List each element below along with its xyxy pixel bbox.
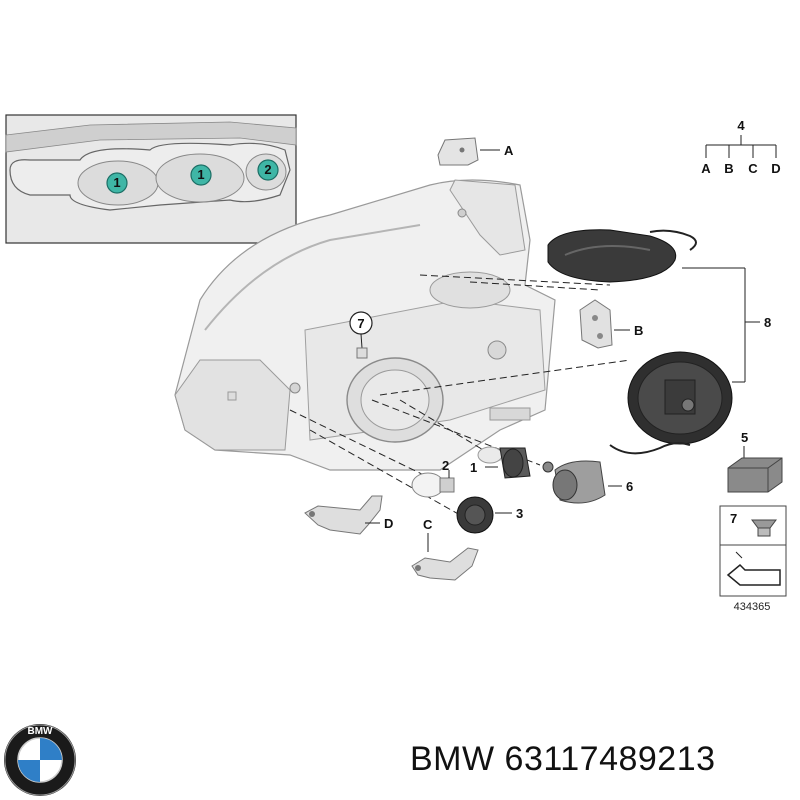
callout-4: 4 [737,118,745,133]
bracket-a: A [437,137,514,166]
headlight-inset: 1 1 2 [5,114,297,244]
inset-callout-1b: 1 [190,164,212,186]
callout-b: B [634,323,643,338]
inset-callout-2: 2 [257,159,279,181]
bracket-d: D [304,495,393,535]
part-1-socket: 1 [470,446,531,479]
callout-c: C [423,517,433,532]
tree-label-d: D [771,161,780,176]
tree-label-b: B [724,161,733,176]
cover-cap-upper [547,229,697,283]
callout-5: 5 [741,430,748,445]
legend-box-7: 7 434365 [719,505,787,613]
svg-text:7: 7 [357,316,364,331]
bracket-b: B [579,299,643,349]
svg-text:1: 1 [197,167,204,182]
svg-text:1: 1 [113,175,120,190]
bracket-8 [682,267,760,383]
brand-name: BMW [410,740,495,778]
callout-4-tree: 4 A B C D [701,118,780,176]
callout-a: A [504,143,514,158]
part-3-cap: 3 [456,496,523,534]
part-number: 63117489213 [504,740,716,778]
svg-text:BMW: BMW [28,726,54,737]
cover-cap-round [609,351,733,455]
part-2-bulb: 2 [411,458,455,498]
tree-label-a: A [701,161,711,176]
callout-1: 1 [470,460,477,475]
tree-label-c: C [748,161,758,176]
callout-3: 3 [516,506,523,521]
callout-7-circle: 7 [349,311,373,359]
brand-part-number: BMW 63117489213 [410,740,716,779]
part-5-box: 5 [727,430,783,493]
callout-8: 8 [764,315,771,330]
inset-callout-1a: 1 [106,172,128,194]
legend-callout-7: 7 [730,511,737,526]
svg-text:2: 2 [264,162,271,177]
part-6-motor: 6 [542,460,633,504]
callout-2: 2 [442,458,449,473]
diagram-number: 434365 [734,601,771,613]
callout-6: 6 [626,479,633,494]
headlight-housing [174,179,556,471]
bracket-c: C [411,517,479,581]
callout-d: D [384,516,393,531]
bmw-logo: BMW [4,724,76,796]
